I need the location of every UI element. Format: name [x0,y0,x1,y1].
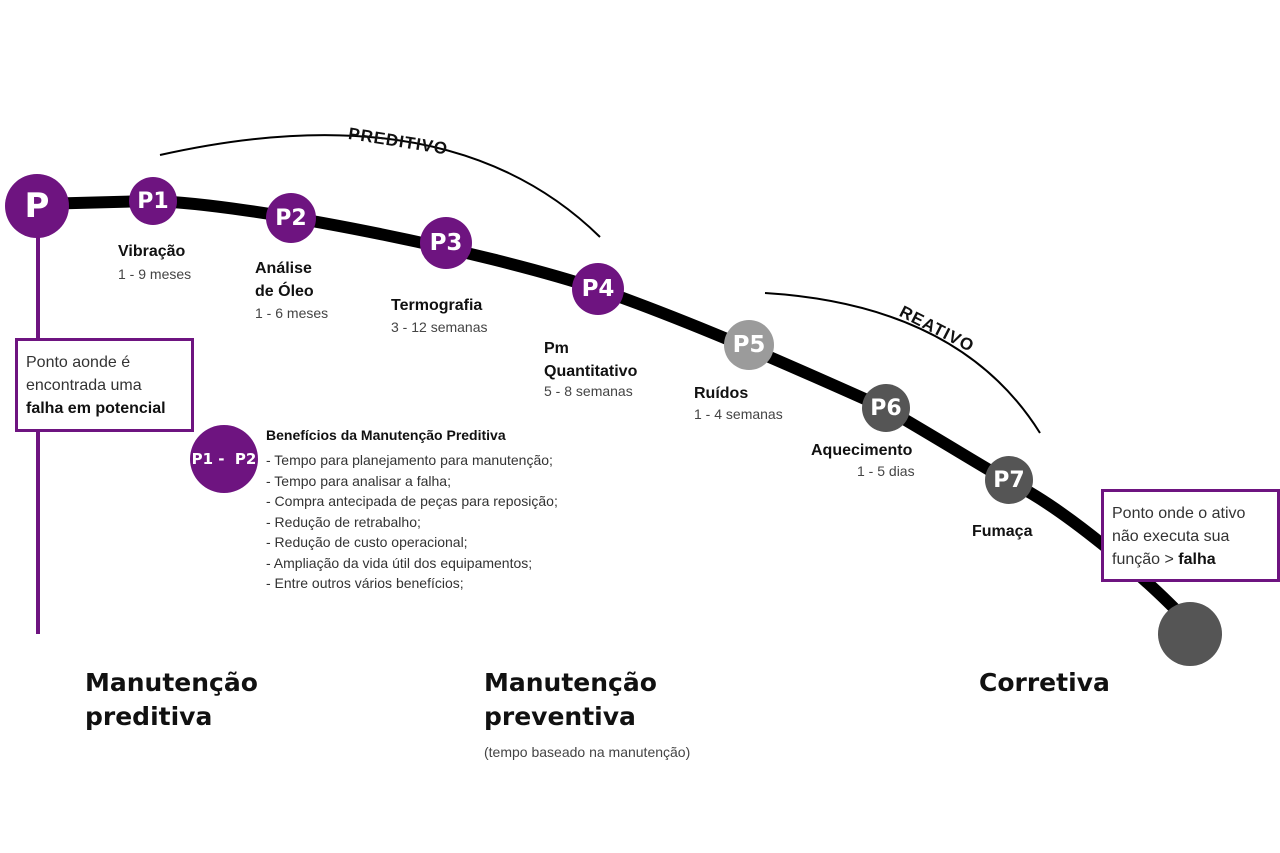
preventive-maintenance-label: Manutenção preventiva [484,666,657,734]
failure-line3: função > [1112,551,1179,568]
p4-name-line2: Quantitativo [544,363,638,380]
preventiva-line2: preventiva [484,702,636,731]
benefits-badge: P1 - P2 [190,425,258,493]
point-p4-id: P4 [581,276,615,302]
point-p3: P3 [420,217,472,269]
point-p4: P4 [572,263,624,315]
functional-failure-box: Ponto onde o ativo não executa sua funçã… [1101,489,1280,582]
preventive-note: (tempo baseado na manutenção) [484,744,691,760]
benefit-item: - Compra antecipada de peças para reposi… [266,493,558,509]
benefits-badge-label: P1 - P2 [191,450,257,468]
point-p7: P7 [985,456,1033,504]
p5-range: 1 - 4 semanas [694,406,783,422]
p6-range: 1 - 5 dias [857,463,915,479]
failure-line1: Ponto onde o ativo [1112,505,1246,522]
reativo-arc [764,292,1041,434]
p2-name-line1: Análise [255,260,312,277]
point-p7-id: P7 [993,467,1025,493]
preditiva-line1: Manutenção [85,668,258,697]
p4-name-line1: Pm [544,340,569,357]
potential-failure-box: Ponto aonde é encontrada uma falha em po… [15,338,194,432]
benefit-item: - Redução de custo operacional; [266,534,468,550]
point-p5: P5 [724,320,774,370]
point-p2: P2 [266,193,316,243]
point-p6: P6 [862,384,910,432]
benefit-item: - Entre outros vários benefícios; [266,575,464,591]
point-p1: P1 [129,177,177,225]
p3-range: 3 - 12 semanas [391,319,488,335]
p7-name: Fumaça [972,523,1033,540]
benefits-title: Benefícios da Manutenção Preditiva [266,427,506,443]
benefit-item: - Tempo para analisar a falha; [266,472,451,489]
benefit-item: - Ampliação da vida útil dos equipamento… [266,554,533,571]
p5-name: Ruídos [694,385,749,402]
potential-failure-line1: Ponto aonde é [26,354,131,371]
p2-name-line2: de Óleo [255,283,314,300]
benefit-item: - Redução de retrabalho; [266,513,421,530]
p2-range: 1 - 6 meses [255,305,329,321]
p3-name: Termografia [391,297,483,314]
start-point-label: P [24,186,50,226]
point-p1-id: P1 [137,188,169,214]
preditivo-arc [159,134,601,238]
p4-range: 5 - 8 semanas [544,383,633,399]
failure-line2: não executa sua [1112,528,1230,545]
pf-curve [32,194,1196,631]
predictive-maintenance-label: Manutenção preditiva [85,666,258,734]
preditiva-line2: preditiva [85,702,213,731]
point-p2-id: P2 [275,205,307,231]
preventiva-line1: Manutenção [484,668,657,697]
potential-failure-line3: falha em potencial [26,400,166,417]
potential-failure-line2: encontrada uma [26,377,142,394]
failure-point-circle [1158,602,1222,666]
failure-line3-bold: falha [1178,551,1216,568]
point-p3-id: P3 [429,230,463,256]
p6-name: Aquecimento [811,442,913,459]
p1-range: 1 - 9 meses [118,266,192,282]
point-p5-id: P5 [732,332,766,358]
corrective-maintenance-label: Corretiva [979,668,1110,697]
benefits-list: - Tempo para planejamento para manutençã… [266,450,558,594]
start-point-circle: P [5,174,69,238]
p1-name: Vibração [118,243,186,260]
benefit-item: - Tempo para planejamento para manutençã… [266,452,553,468]
point-p6-id: P6 [870,395,902,421]
